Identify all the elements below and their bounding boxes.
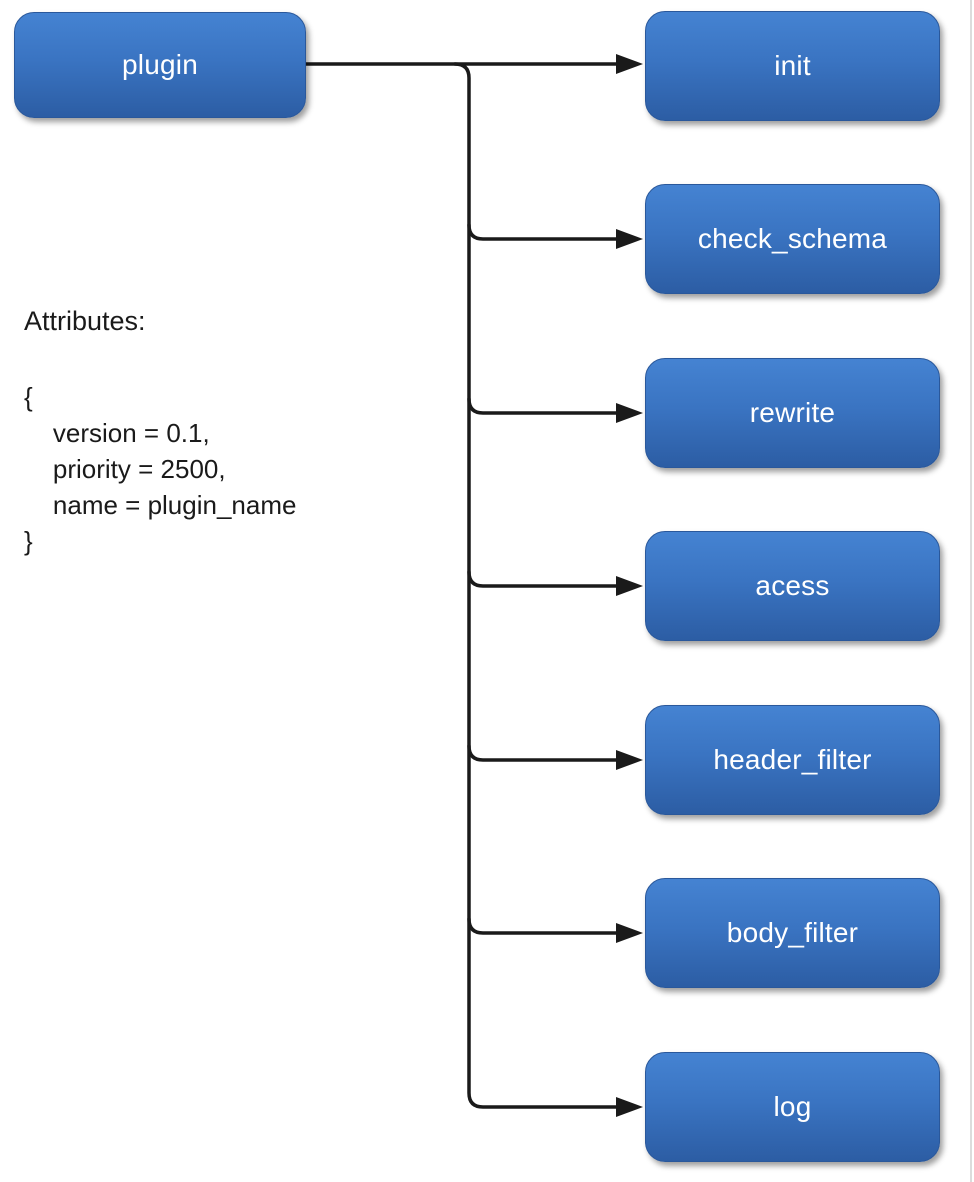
attributes-line-priority: priority = 2500,: [24, 454, 226, 484]
edge-plugin-check-schema: [467, 223, 620, 241]
attributes-line-close-brace: }: [24, 526, 33, 556]
edge-plugin-header-filter: [467, 744, 620, 762]
page-edge-line: [970, 0, 972, 1182]
node-rewrite: rewrite: [645, 358, 940, 468]
arrowhead-check-schema: [616, 229, 643, 249]
node-init-label: init: [774, 50, 811, 81]
node-log: log: [645, 1052, 940, 1162]
node-body-filter: body_filter: [645, 878, 940, 988]
node-acess-label: acess: [755, 570, 830, 601]
node-check-schema-label: check_schema: [697, 223, 888, 254]
node-acess: acess: [645, 531, 940, 641]
edge-plugin-acess: [467, 570, 620, 588]
node-init: init: [645, 11, 940, 121]
edge-plugin-rewrite: [467, 397, 620, 415]
attributes-line-name: name = plugin_name: [24, 490, 297, 520]
node-plugin-label: plugin: [122, 49, 198, 80]
arrowhead-log: [616, 1097, 643, 1117]
arrowhead-header-filter: [616, 750, 643, 770]
arrowhead-acess: [616, 576, 643, 596]
arrowhead-init: [616, 54, 643, 74]
arrowhead-rewrite: [616, 403, 643, 423]
edge-plugin-body-filter: [467, 917, 620, 935]
node-header-filter: header_filter: [645, 705, 940, 815]
attributes-line-open-brace: {: [24, 382, 33, 412]
node-log-label: log: [773, 1091, 812, 1122]
attributes-heading: Attributes:: [24, 306, 146, 336]
attributes-block: Attributes: { version = 0.1, priority = …: [24, 306, 296, 559]
node-plugin: plugin: [14, 12, 306, 118]
edge-trunk: [453, 62, 620, 1109]
node-header-filter-label: header_filter: [713, 744, 872, 775]
node-body-filter-label: body_filter: [726, 917, 859, 948]
arrowhead-body-filter: [616, 923, 643, 943]
attributes-line-version: version = 0.1,: [24, 418, 210, 448]
node-check-schema: check_schema: [645, 184, 940, 294]
node-rewrite-label: rewrite: [749, 397, 836, 428]
